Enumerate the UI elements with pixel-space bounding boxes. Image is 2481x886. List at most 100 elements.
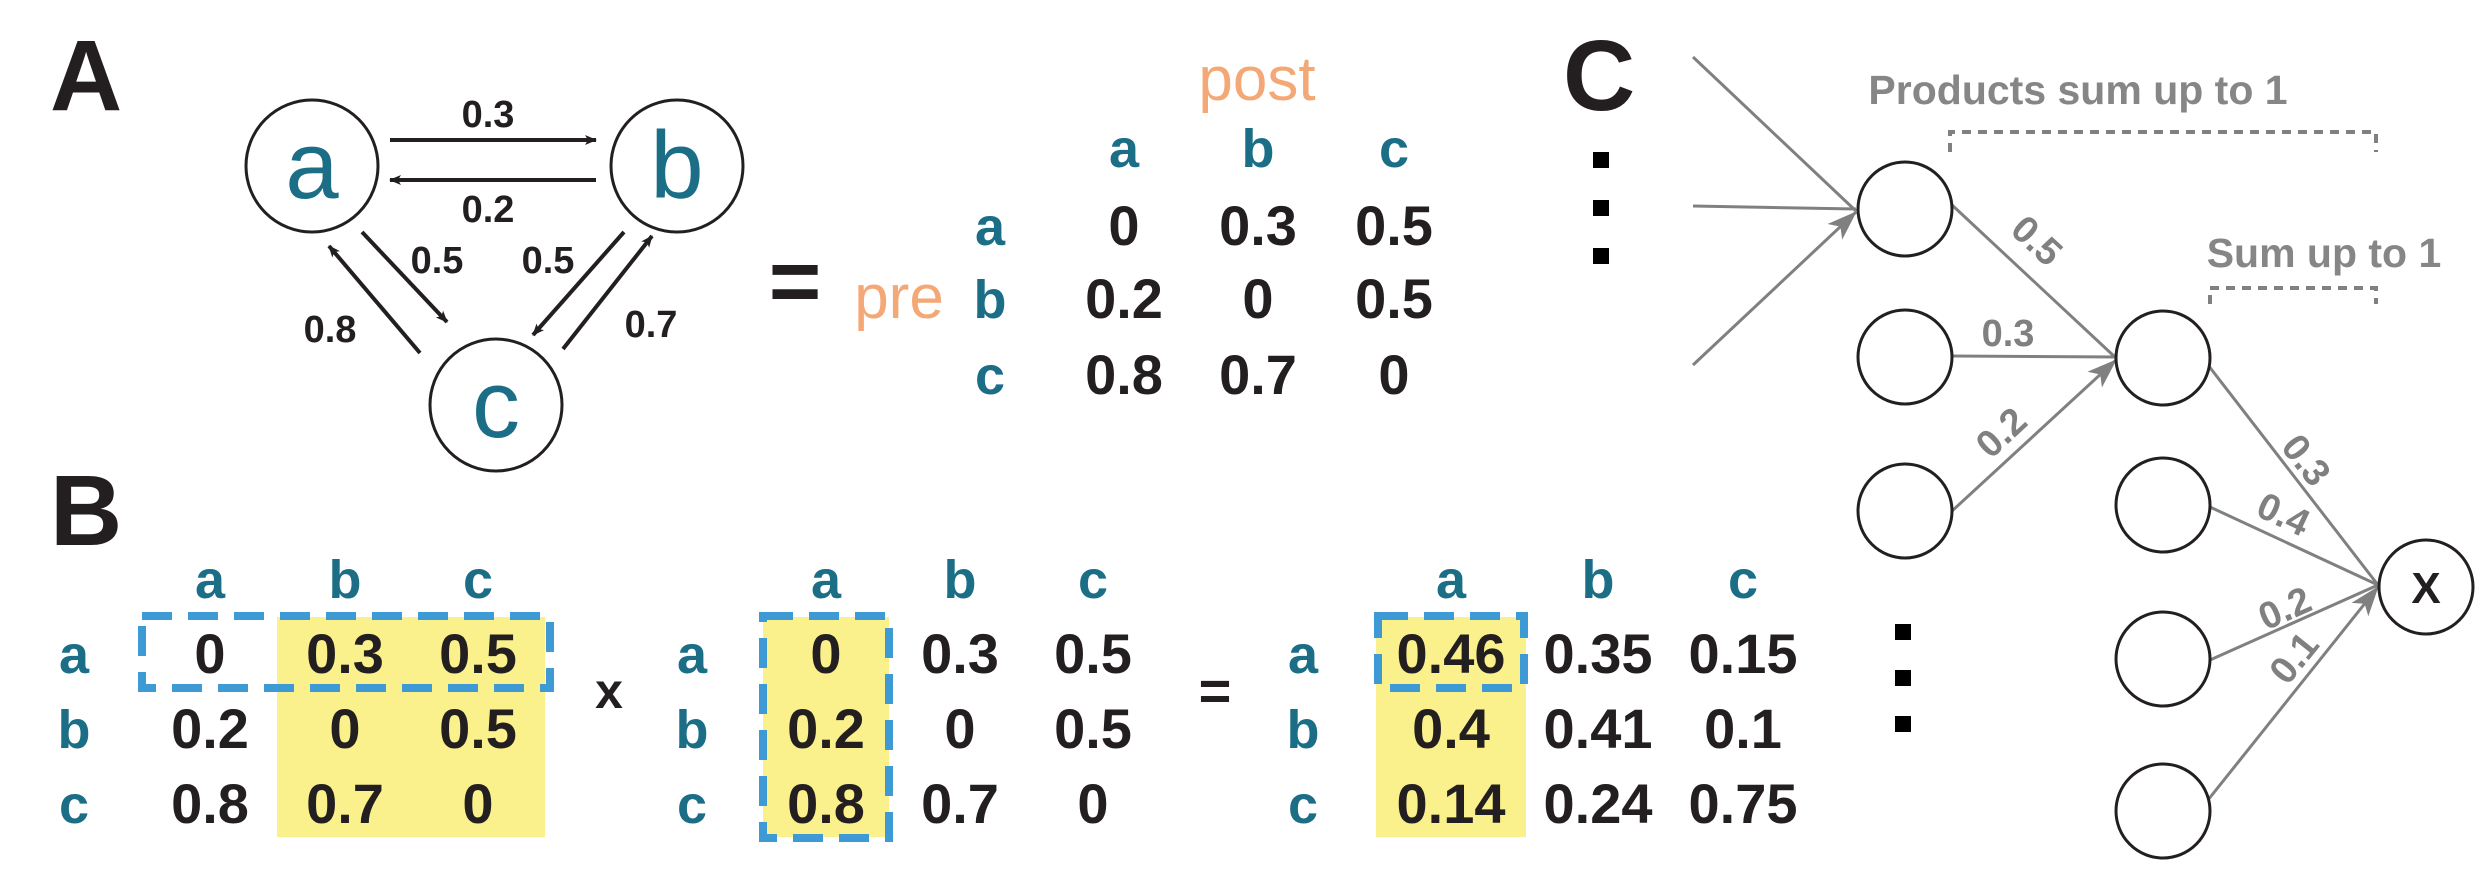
left-cell: 0.7 xyxy=(306,772,384,835)
middle-cell: 0.7 xyxy=(921,772,999,835)
left-row-label-c: c xyxy=(59,775,89,835)
output-node-label: X xyxy=(2411,564,2440,613)
col-label-c: c xyxy=(1379,119,1409,179)
edge-weight-a-b: 0.3 xyxy=(462,94,515,136)
middle-col-label-a: a xyxy=(811,550,842,610)
result-cell: 0.15 xyxy=(1689,622,1798,685)
middle-cell: 0.5 xyxy=(1054,697,1132,760)
output-node-circle xyxy=(2377,538,2475,636)
panel-label-b: B xyxy=(50,455,122,567)
left-cell: 0.5 xyxy=(439,697,517,760)
left-cell: 0.3 xyxy=(306,622,384,685)
layer1-weight: 0.3 xyxy=(1982,313,2035,355)
equals-sign-a: = xyxy=(769,232,822,332)
layer1-edge xyxy=(1950,358,2118,513)
col-label-a: a xyxy=(1109,119,1140,179)
edge-weight-a-c: 0.5 xyxy=(411,240,464,282)
middle-row-label-a: a xyxy=(677,625,708,685)
result-col-label-b: b xyxy=(1582,550,1615,610)
products-bracket xyxy=(1948,130,2378,152)
matrix-cell: 0 xyxy=(1242,267,1273,330)
sum-bracket xyxy=(2208,286,2378,304)
middle-col-label-c: c xyxy=(1078,550,1108,610)
left-col-label-b: b xyxy=(329,550,362,610)
matrix-cell: 0.7 xyxy=(1219,343,1297,406)
middle-row-label-b: b xyxy=(676,700,709,760)
highlight-left-cols-bc xyxy=(277,617,545,837)
network-node xyxy=(2114,610,2212,708)
left-cell: 0.8 xyxy=(171,772,249,835)
network-node xyxy=(2114,762,2212,860)
layer1-weight: 0.5 xyxy=(2003,208,2070,275)
layer2-edge xyxy=(2198,586,2380,811)
row-label-a: a xyxy=(975,197,1006,257)
edge-weight-b-a: 0.2 xyxy=(462,189,515,231)
input-edge xyxy=(1691,55,1858,213)
selection-middle-col-a xyxy=(759,612,893,842)
result-row-label-c: c xyxy=(1288,775,1318,835)
middle-cell: 0 xyxy=(1077,772,1108,835)
network-node xyxy=(1856,160,1954,258)
row-label-b: b xyxy=(974,270,1007,330)
result-cell: 0.24 xyxy=(1544,772,1653,835)
matrix-multiplication: a b c a b c 0 0.3 0.5 0.2 0 0.5 0.8 0.7 … xyxy=(58,550,1798,835)
network-node xyxy=(1856,308,1954,406)
layer2-weight: 0.2 xyxy=(2252,579,2317,639)
middle-cell: 0.5 xyxy=(1054,622,1132,685)
network-node xyxy=(1856,462,1954,560)
layer2-edge xyxy=(2209,505,2379,587)
layer1-weight: 0.2 xyxy=(1968,400,2035,467)
left-cell: 0 xyxy=(329,697,360,760)
left-col-label-c: c xyxy=(463,550,493,610)
post-label: post xyxy=(1198,45,1315,114)
middle-cell: 0.2 xyxy=(787,697,865,760)
result-col-label-c: c xyxy=(1728,550,1758,610)
node-a-label: a xyxy=(285,112,339,219)
result-cell: 0.46 xyxy=(1397,622,1506,685)
result-row-label-a: a xyxy=(1288,625,1319,685)
node-a-circle xyxy=(244,98,380,234)
middle-cell: 0 xyxy=(944,697,975,760)
node-b-circle xyxy=(609,98,745,234)
panel-label-c: C xyxy=(1563,20,1635,132)
middle-cell: 0 xyxy=(810,622,841,685)
edge-weight-b-c: 0.5 xyxy=(522,240,575,282)
network-diagram: X 0.5 0.3 0.2 0.3 0.4 0.2 0.1 Products s… xyxy=(1691,55,2475,860)
times-sign: x xyxy=(595,663,623,719)
col-label-b: b xyxy=(1242,119,1275,179)
panel-label-a: A xyxy=(50,20,122,132)
result-col-label-a: a xyxy=(1436,550,1467,610)
left-cell: 0.2 xyxy=(171,697,249,760)
left-cell: 0 xyxy=(194,622,225,685)
result-cell: 0.41 xyxy=(1544,697,1653,760)
matrix-cell: 0 xyxy=(1378,343,1409,406)
left-cell: 0.5 xyxy=(439,622,517,685)
network-node xyxy=(2114,456,2212,554)
input-edge xyxy=(1691,210,1858,367)
edge-a-to-c xyxy=(360,230,449,324)
selection-result-cell xyxy=(1374,612,1528,692)
products-sum-label: Products sum up to 1 xyxy=(1868,67,2287,113)
row-label-c: c xyxy=(975,346,1005,406)
edge-c-to-b xyxy=(561,234,654,351)
matrix-cell: 0.5 xyxy=(1355,267,1433,330)
layer1-edge xyxy=(1951,354,2117,359)
edge-b-to-c xyxy=(531,230,626,337)
middle-col-label-b: b xyxy=(944,550,977,610)
matrix-cell: 0 xyxy=(1108,194,1139,257)
adjacency-matrix: post pre a b c a b c 0 0.3 0.5 0.2 0 0.5… xyxy=(854,45,1433,406)
middle-row-label-c: c xyxy=(677,775,707,835)
left-col-label-a: a xyxy=(195,550,226,610)
graph-diagram: a b c 0.3 0.2 0.5 0.8 0.5 0.7 xyxy=(244,94,745,473)
node-c-circle xyxy=(428,337,564,473)
result-cell: 0.14 xyxy=(1397,772,1506,835)
result-cell: 0.4 xyxy=(1412,697,1490,760)
edge-weight-c-b: 0.7 xyxy=(625,304,678,346)
pre-label: pre xyxy=(854,263,944,332)
equals-sign-b: = xyxy=(1199,659,1232,722)
middle-cell: 0.8 xyxy=(787,772,865,835)
edge-c-to-a xyxy=(327,244,422,355)
layer2-edge xyxy=(2206,364,2380,586)
node-c-label: c xyxy=(472,351,520,458)
left-row-label-b: b xyxy=(58,700,91,760)
